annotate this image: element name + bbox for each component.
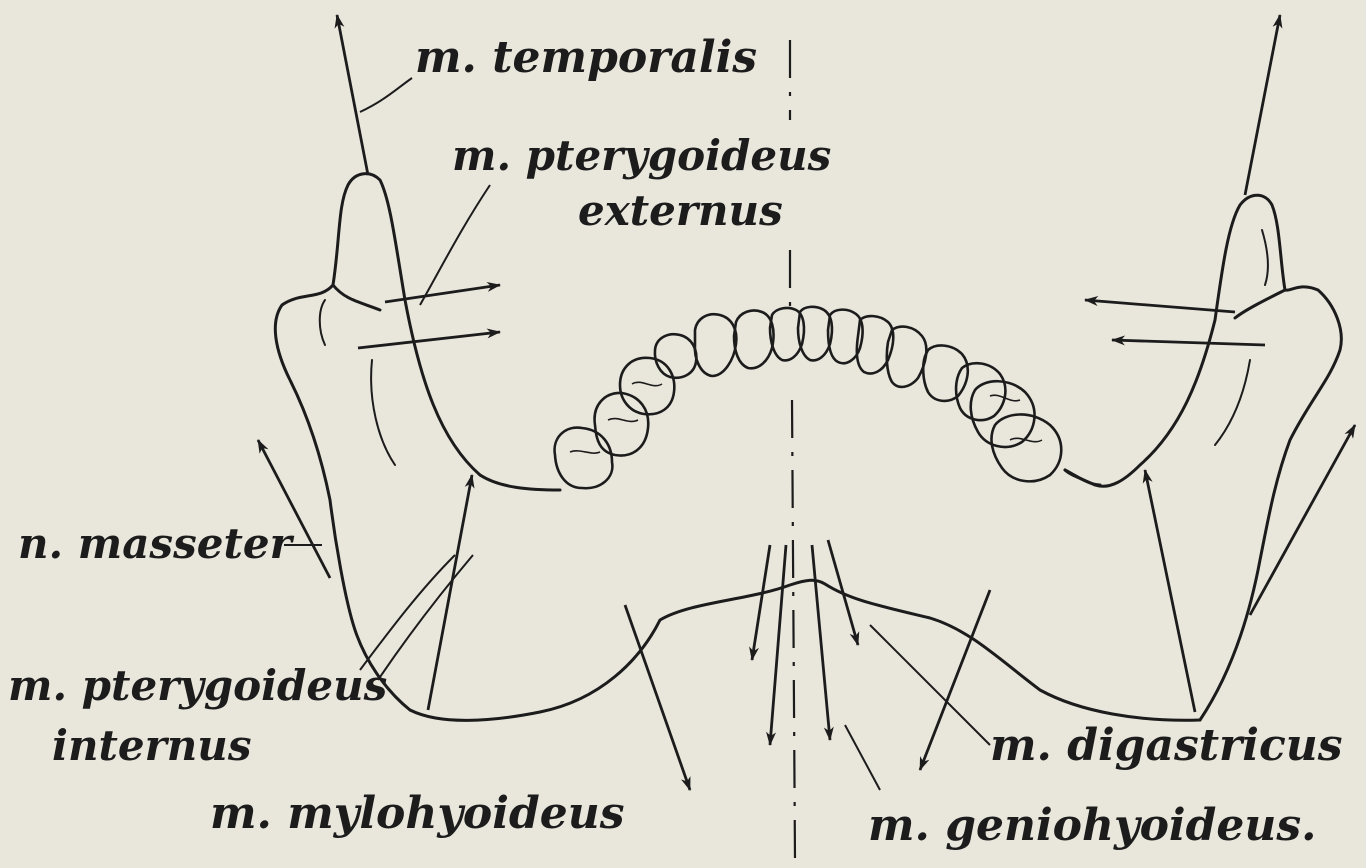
arrow-digastricus-right (828, 540, 858, 645)
arrow-temporalis-left (337, 15, 368, 175)
label-pterygoideus-externus-1: m. pterygoideus (452, 131, 831, 180)
label-geniohyoideus: m. geniohyoideus. (868, 800, 1316, 851)
arrow-mylohyoideus-left (625, 605, 690, 790)
label-pterygoideus-externus-2: externus (578, 186, 783, 235)
arrow-pterygoideus-ext-left-2 (358, 332, 500, 348)
tooth-premolar-r2 (956, 363, 1005, 420)
right-ramus (1065, 195, 1341, 720)
arrow-geniohyoideus-right (812, 545, 830, 740)
tooth-premolar-r1 (923, 345, 968, 400)
leader-lines (284, 78, 990, 790)
tooth-molar-l3 (555, 428, 613, 489)
arrow-digastricus-left (752, 545, 770, 660)
arrow-pterygoideus-int-right (1145, 470, 1195, 712)
arrow-pterygoideus-ext-right-2 (1112, 340, 1265, 345)
mandible-outline (275, 174, 1341, 721)
arrow-pterygoideus-ext-right-1 (1085, 300, 1235, 312)
arrow-pterygoideus-int-left (428, 475, 472, 710)
labels: m. temporalis m. pterygoideus externus n… (8, 32, 1343, 851)
arrow-geniohyoideus-left (770, 545, 786, 745)
label-pterygoideus-internus-2: internus (52, 721, 251, 770)
tooth-premolar-l2 (655, 334, 696, 378)
label-masseter: n. masseter (18, 519, 295, 568)
label-pterygoideus-internus-1: m. pterygoideus (8, 661, 387, 710)
tooth-molar-l1 (620, 358, 674, 415)
tooth-canine-l (734, 310, 774, 368)
label-digastricus: m. digastricus (990, 720, 1343, 771)
label-mylohyoideus: m. mylohyoideus (210, 788, 625, 839)
tooth-molar-l2 (595, 393, 649, 456)
dental-arch (555, 307, 1062, 488)
mandible-lower-border (410, 580, 1200, 720)
label-temporalis: m. temporalis (415, 32, 757, 83)
arrow-masseter-right (1250, 425, 1355, 615)
arrow-temporalis-right (1245, 15, 1280, 195)
tooth-premolar-l1 (695, 314, 736, 376)
